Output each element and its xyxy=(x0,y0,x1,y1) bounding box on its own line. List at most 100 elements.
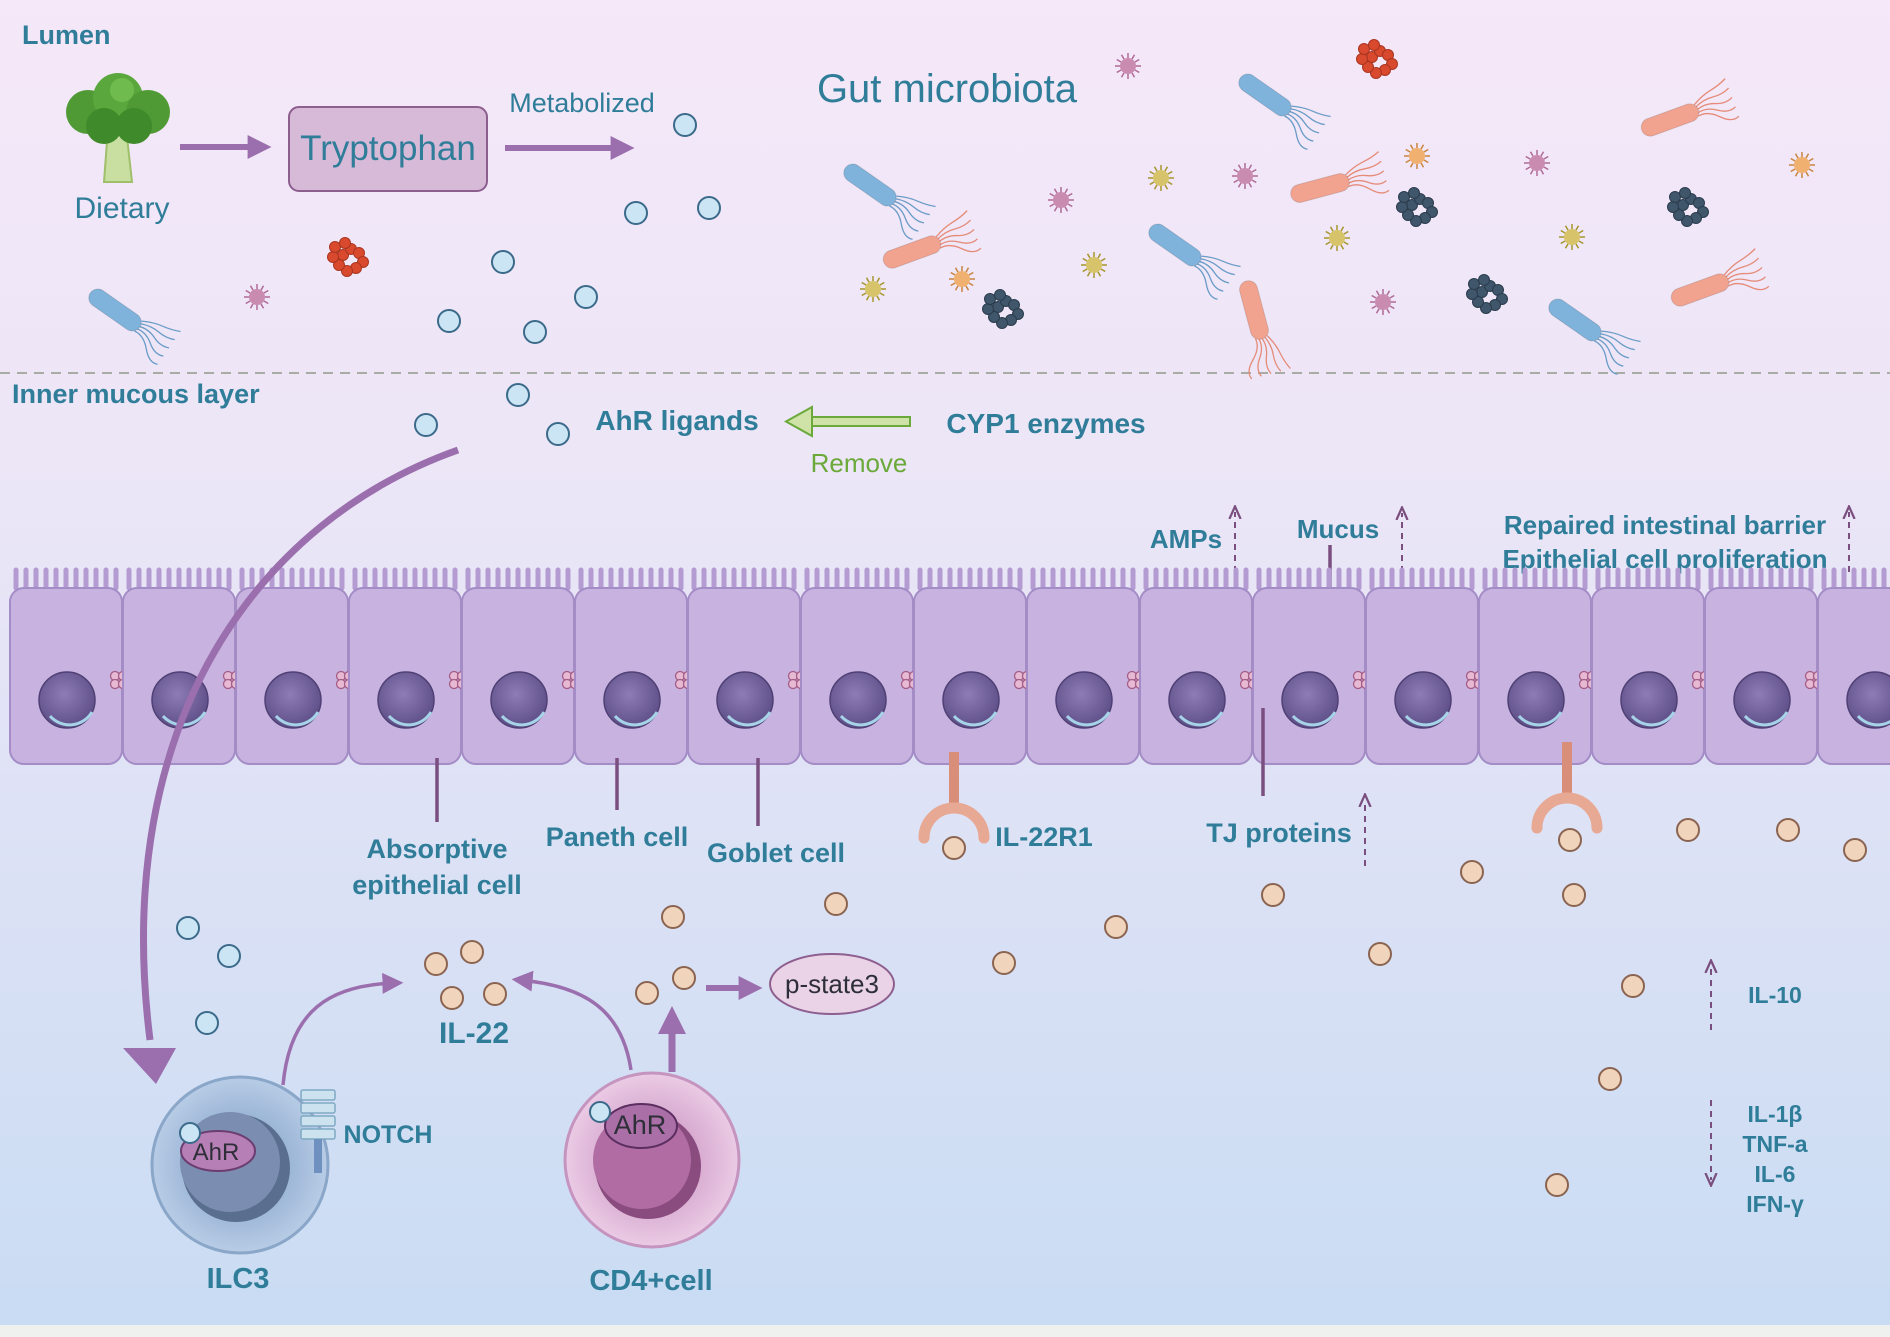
spiky-microbe-icon xyxy=(949,266,975,292)
il22-label: IL-22 xyxy=(439,1017,509,1050)
epithelial-cell xyxy=(1817,567,1890,765)
cd4-up-arrowhead xyxy=(658,1006,686,1034)
cocci-chain-icon xyxy=(1396,187,1438,227)
remove-arrow xyxy=(783,405,911,438)
il22r1-receptor-right xyxy=(1531,742,1603,834)
il22-dot xyxy=(1261,883,1285,907)
cocci-chain-icon xyxy=(327,237,369,277)
cytokine-down-tnfa: TNF-a xyxy=(1742,1131,1807,1157)
cocci-chain-icon xyxy=(1667,187,1709,227)
epithelial-cell xyxy=(348,567,468,765)
notch-label: NOTCH xyxy=(344,1121,433,1149)
cytokine-down-il6: IL-6 xyxy=(1755,1161,1796,1187)
epithelial-cell xyxy=(1365,567,1485,765)
ahr-cd4-label: AhR xyxy=(614,1110,667,1140)
ahr-ligands-label: AhR ligands xyxy=(595,405,758,436)
remove-label: Remove xyxy=(811,448,908,478)
epithelial-cell xyxy=(1478,567,1598,765)
ilc3-to-il22-arrow xyxy=(281,972,404,1086)
tryptophan-label: Tryptophan xyxy=(300,129,476,168)
il22-dot xyxy=(635,981,659,1005)
spiky-microbe-icon xyxy=(1370,289,1396,315)
cocci-chain-icon xyxy=(1356,39,1398,79)
bacterium-rod-icon xyxy=(1290,151,1390,203)
spiky-microbe-icon xyxy=(1081,252,1107,278)
goblet-cell-label: Goblet cell xyxy=(707,838,845,868)
cytokine-up-il10: IL-10 xyxy=(1748,982,1802,1008)
il22-dot xyxy=(672,966,696,990)
cytokine-down-ifng: IFN-γ xyxy=(1746,1191,1804,1217)
epithelial-cell xyxy=(1026,567,1146,765)
broccoli-icon xyxy=(66,73,170,183)
bacterium-rod-icon xyxy=(1640,78,1740,137)
spiky-microbe-icon xyxy=(1115,53,1141,79)
ligand-dot xyxy=(195,1011,219,1035)
inner-mucous-layer-label: Inner mucous layer xyxy=(12,379,260,409)
bacterium-rod-icon xyxy=(882,210,982,269)
il22-dot xyxy=(1676,818,1700,842)
bacterium-rod-icon xyxy=(1548,298,1641,375)
ligand-dot xyxy=(624,201,648,225)
il22r1-receptor xyxy=(918,752,990,844)
spiky-microbe-icon xyxy=(1048,187,1074,213)
gut-microbiota-label: Gut microbiota xyxy=(817,67,1078,111)
il22-dot xyxy=(1621,974,1645,998)
epithelial-cell xyxy=(1591,567,1711,765)
epithelial-cell xyxy=(800,567,920,765)
p-state3-bubble xyxy=(769,953,895,1015)
il22-dot xyxy=(992,951,1016,975)
spiky-microbe-icon xyxy=(1232,163,1258,189)
cytokine-down-il1b: IL-1β xyxy=(1748,1101,1803,1127)
spiky-microbe-icon xyxy=(860,276,886,302)
il22-dot xyxy=(424,952,448,976)
il22-dot xyxy=(1558,828,1582,852)
ligand-dot xyxy=(673,113,697,137)
p-state3-label: p-state3 xyxy=(785,969,879,999)
bacterium-rod-icon xyxy=(1238,73,1331,150)
ligand-dot xyxy=(523,320,547,344)
dietary-label: Dietary xyxy=(74,192,169,225)
il22-dot xyxy=(440,986,464,1010)
il22r1-label: IL-22R1 xyxy=(995,822,1093,852)
cocci-chain-icon xyxy=(1466,274,1508,314)
il22-dot xyxy=(824,892,848,916)
spiky-microbe-icon xyxy=(244,284,270,310)
ligand-to-ilc3-arrowhead xyxy=(123,1048,176,1084)
epithelial-cell xyxy=(1252,567,1372,765)
il22-dot xyxy=(1776,818,1800,842)
ligand-dot xyxy=(437,309,461,333)
microbiota-group xyxy=(88,39,1815,380)
epithelial-cell xyxy=(9,567,129,765)
spiky-microbe-icon xyxy=(1148,165,1174,191)
bacterium-rod-icon xyxy=(88,288,181,365)
ligand-dot xyxy=(574,285,598,309)
ligand-bound-ilc3 xyxy=(179,1122,201,1144)
ligand-to-ilc3-arrow xyxy=(140,446,460,1041)
ligand-dot xyxy=(414,413,438,437)
amps-label: AMPs xyxy=(1150,524,1222,554)
epithelial-cell xyxy=(235,567,355,765)
il22-dot xyxy=(483,982,507,1006)
il22-dots xyxy=(424,818,1867,1197)
spiky-microbe-icon xyxy=(1524,150,1550,176)
epithelial-cell xyxy=(122,567,242,765)
il22-dot xyxy=(1598,1067,1622,1091)
epithelial-cell xyxy=(687,567,807,765)
il22-dot xyxy=(1545,1173,1569,1197)
notch-receptor-icon xyxy=(300,1089,336,1173)
epithelial-cell xyxy=(913,567,1033,765)
spiky-microbe-icon xyxy=(1324,225,1350,251)
cd4-cell xyxy=(563,1071,741,1249)
repaired-barrier-label: Repaired intestinal barrier xyxy=(1504,510,1826,540)
il22-dot xyxy=(1562,883,1586,907)
il22-dot xyxy=(1460,860,1484,884)
ligand-dot xyxy=(217,944,241,968)
ahr-receptor-cd4 xyxy=(604,1103,678,1149)
ahr-receptor-ilc3 xyxy=(180,1130,256,1172)
ilc3-label: ILC3 xyxy=(207,1263,270,1295)
mucus-label: Mucus xyxy=(1297,514,1379,544)
cd4-cell-label: CD4+cell xyxy=(589,1265,712,1297)
ligand-dot xyxy=(546,422,570,446)
ligand-dot xyxy=(506,383,530,407)
